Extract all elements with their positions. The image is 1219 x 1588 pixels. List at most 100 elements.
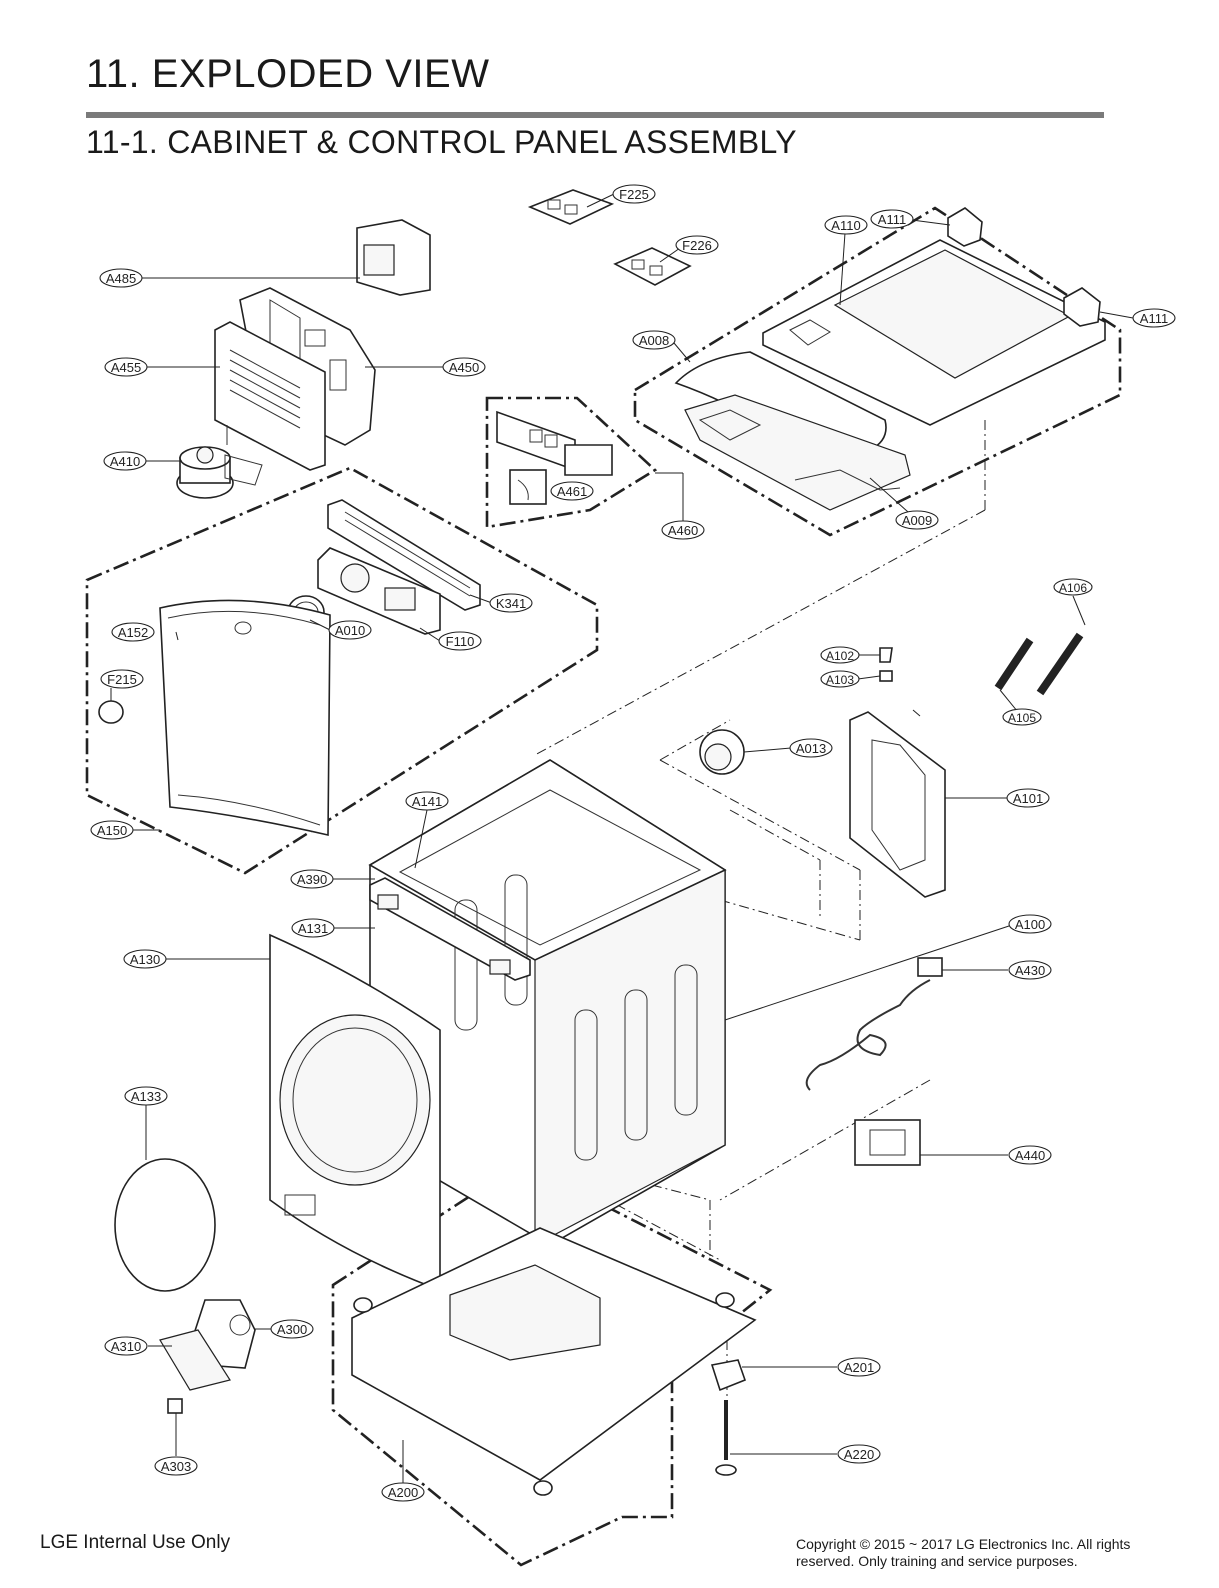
callout-A461: A461 [550,481,594,501]
drawer-insert-f225 [527,189,615,225]
svg-text:A450: A450 [449,360,479,375]
callout-A310: A310 [104,1336,148,1356]
screw-a101 [912,709,921,717]
svg-text:A100: A100 [1015,917,1045,932]
callout-A200: A200 [381,1482,425,1502]
svg-text:A310: A310 [111,1339,141,1354]
callout-A133: A133 [124,1086,168,1106]
svg-text:F226: F226 [682,238,712,253]
callout-F225: F225 [612,184,656,204]
callout-A111-top: A111 [870,209,914,229]
svg-text:A200: A200 [388,1485,418,1500]
page-title: 11. EXPLODED VIEW [86,52,490,96]
callout-A450: A450 [442,357,486,377]
callout-A105: A105 [1002,708,1042,726]
svg-text:A141: A141 [412,794,442,809]
callout-A460: A460 [661,520,705,540]
display-pcb-a460 [496,410,613,476]
svg-text:A455: A455 [111,360,141,375]
svg-text:A009: A009 [902,513,932,528]
spring-a303 [167,1398,183,1414]
drawer-insert-f226 [613,247,692,286]
clip-a103 [879,670,893,682]
svg-text:A440: A440 [1015,1148,1045,1163]
door-a152 [159,599,331,837]
callout-A300: A300 [270,1319,314,1339]
callout-A102: A102 [820,646,860,664]
callout-A111-right: A111 [1132,308,1176,328]
hinge-bracket-a111-top [947,207,983,247]
svg-text:A106: A106 [1059,581,1087,595]
callout-A201: A201 [837,1357,881,1377]
section-subtitle: 11-1. CABINET & CONTROL PANEL ASSEMBLY [86,124,797,160]
base-group-outline [331,1161,773,1567]
svg-text:A485: A485 [106,271,136,286]
svg-text:A300: A300 [277,1322,307,1337]
svg-text:K341: K341 [496,596,526,611]
svg-text:A461: A461 [557,484,587,499]
callout-F110: F110 [438,631,482,651]
svg-text:A410: A410 [110,454,140,469]
callout-A100: A100 [1008,914,1052,934]
control-panel-f110 [317,547,441,635]
title-divider [86,112,1104,118]
panel-deco-k341 [327,499,481,611]
svg-text:A131: A131 [298,921,328,936]
svg-text:A150: A150 [97,823,127,838]
callout-A008: A008 [632,330,676,350]
drawer-housing-a009 [794,469,901,491]
callout-A440: A440 [1008,1145,1052,1165]
callout-A303: A303 [154,1456,198,1476]
copyright-notice: Copyright © 2015 ~ 2017 LG Electronics I… [796,1536,1131,1569]
hinge-bracket-a111-right [1063,287,1101,327]
noise-filter-a440 [854,1119,921,1166]
callout-A110: A110 [824,215,868,235]
pcb-box-a485 [356,219,431,296]
callout-A152: A152 [111,622,155,642]
callout-A430: A430 [1008,960,1052,980]
svg-text:A130: A130 [130,952,160,967]
door-ring-a133 [114,1158,216,1292]
callout-F215: F215 [100,669,144,689]
svg-text:A133: A133 [131,1089,161,1104]
callout-A410: A410 [103,451,147,471]
cap-a013 [699,729,745,775]
callout-A009: A009 [895,510,939,530]
motor-a410 [176,425,263,499]
callout-A150: A150 [90,820,134,840]
svg-text:F215: F215 [107,672,137,687]
svg-text:A303: A303 [161,1459,191,1474]
callout-A141: A141 [405,791,449,811]
drain-door-a310 [159,1329,231,1391]
svg-text:A105: A105 [1008,711,1036,725]
top-plate-a110 [762,239,1106,426]
svg-text:A010: A010 [335,623,365,638]
control-panel-group-outline [85,466,599,875]
cabinet-a100 [368,759,727,1246]
pcb-cover-a455 [214,321,326,471]
callout-F226: F226 [675,235,719,255]
svg-text:A460: A460 [668,523,698,538]
callout-K341: K341 [489,593,533,613]
svg-text:A152: A152 [118,625,148,640]
callout-A010: A010 [328,620,372,640]
svg-text:A101: A101 [1013,791,1043,806]
svg-text:F225: F225 [619,187,649,202]
callout-A220: A220 [837,1444,881,1464]
leveling-leg-a105 [994,632,1084,696]
cap-f215 [98,700,124,724]
callout-A106: A106 [1053,578,1093,596]
top-cover-group-outline [633,206,1122,537]
svg-text:A103: A103 [826,673,854,687]
internal-use-notice: LGE Internal Use Only [40,1532,231,1553]
callout-A131: A131 [291,918,335,938]
svg-text:A008: A008 [639,333,669,348]
svg-text:A430: A430 [1015,963,1045,978]
drawer-panel-a008 [674,351,911,511]
pcb-group-outline [485,396,658,529]
callout-A455: A455 [104,357,148,377]
clip-a102 [879,647,893,663]
svg-text:A013: A013 [796,741,826,756]
leg-a220 [715,1400,737,1476]
